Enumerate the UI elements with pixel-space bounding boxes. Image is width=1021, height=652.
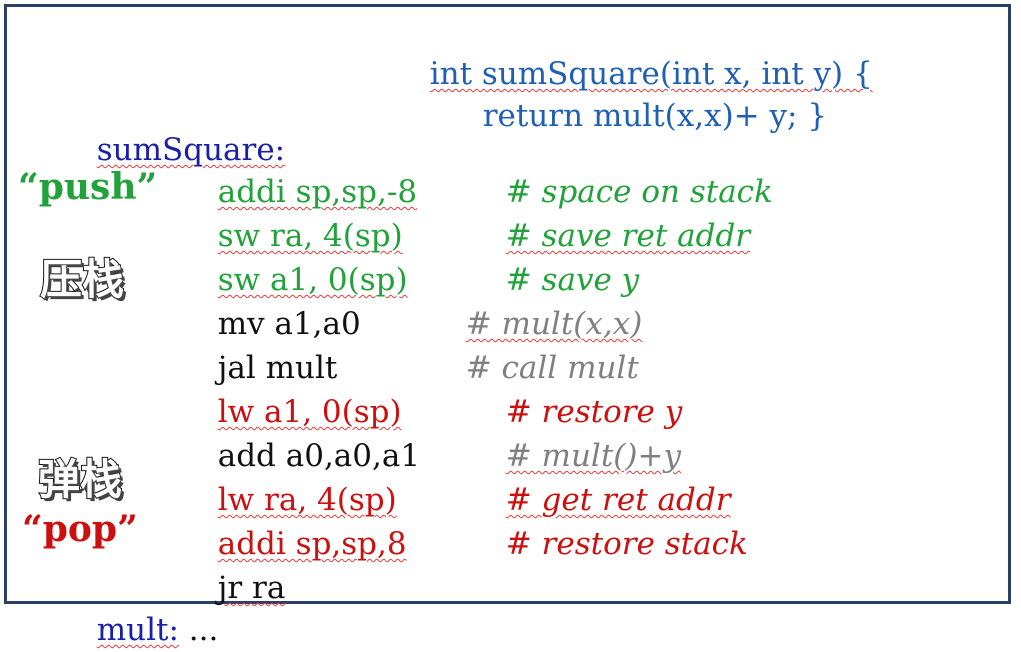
comment-4: # mult(x,x)	[465, 306, 643, 342]
comment-5: # call mult	[465, 350, 639, 386]
sumsquare-label: sumSquare:	[77, 84, 285, 172]
instr-10: jr ra	[217, 570, 286, 606]
instr-line-1: addi sp,sp,-8	[198, 126, 417, 214]
comment-line-3: # save y	[486, 214, 639, 302]
comment-line-8: # get ret addr	[486, 434, 731, 522]
instr-line-8: lw ra, 4(sp)	[198, 434, 397, 522]
mult-label-line: mult: ...	[77, 564, 219, 652]
comment-line-4: # mult(x,x)	[446, 258, 643, 346]
c-return-text: return mult(x,x)+ y; }	[482, 98, 828, 134]
instr-line-3: sw a1, 0(sp)	[198, 214, 408, 302]
mult-ellipsis: ...	[178, 612, 219, 648]
comment-line-5: # call mult	[446, 302, 639, 390]
c-signature-line: int sumSquare(int x, int y) {	[410, 8, 873, 96]
c-signature-text: int sumSquare(int x, int y) {	[429, 56, 873, 92]
comment-1: # space on stack	[505, 174, 773, 210]
instr-line-9: addi sp,sp,8	[198, 478, 407, 566]
comment-line-2: # save ret addr	[486, 170, 750, 258]
comment-3: # save y	[505, 262, 640, 298]
comment-line-7: # mult()+y	[486, 390, 681, 478]
instr-line-5: jal mult	[198, 302, 338, 390]
instr-line-6: lw a1, 0(sp)	[198, 346, 402, 434]
instr-line-7: add a0,a0,a1	[198, 390, 420, 478]
instr-4: mv a1,a0	[217, 306, 361, 342]
instr-3: sw a1, 0(sp)	[217, 262, 408, 298]
push-chinese-label: 压栈	[39, 254, 125, 305]
comment-line-6: # restore y	[486, 346, 683, 434]
instr-line-2: sw ra, 4(sp)	[198, 170, 403, 258]
comment-2: # save ret addr	[505, 218, 751, 254]
comment-line-1: # space on stack	[486, 126, 773, 214]
instr-7: add a0,a0,a1	[217, 438, 421, 474]
instr-2: sw ra, 4(sp)	[217, 218, 403, 254]
instr-line-10: jr ra	[198, 522, 286, 610]
pop-label: “pop”	[22, 508, 138, 550]
instr-1: addi sp,sp,-8	[217, 174, 418, 210]
instr-5: jal mult	[217, 350, 338, 386]
mult-label: mult:	[96, 612, 179, 648]
instr-9: addi sp,sp,8	[217, 526, 407, 562]
sumsquare-label-text: sumSquare:	[96, 132, 286, 168]
instr-8: lw ra, 4(sp)	[217, 482, 397, 518]
c-return-line: return mult(x,x)+ y; }	[463, 50, 827, 138]
code-slide-frame	[4, 4, 1011, 604]
comment-7: # mult()+y	[505, 438, 681, 474]
comment-line-9: # restore stack	[486, 478, 748, 566]
instr-line-4: mv a1,a0	[198, 258, 361, 346]
comment-6: # restore y	[505, 394, 683, 430]
pop-chinese-label: 弹栈	[37, 454, 123, 505]
comment-9: # restore stack	[505, 526, 748, 562]
instr-6: lw a1, 0(sp)	[217, 394, 402, 430]
comment-8: # get ret addr	[505, 482, 731, 518]
push-label: “push”	[18, 166, 158, 208]
